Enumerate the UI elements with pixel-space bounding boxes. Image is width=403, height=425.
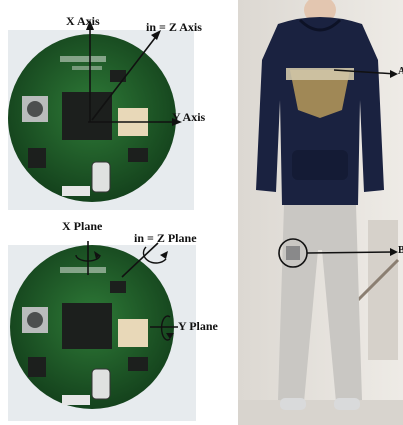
x-plane-rotation-arrow	[75, 254, 101, 262]
person-photo: A B	[238, 0, 403, 425]
marker-b-label: B	[398, 245, 403, 256]
marker-a-label: A	[398, 66, 403, 77]
y-axis-label: Y Axis	[172, 110, 206, 124]
pcb-board-top	[8, 20, 182, 202]
board-diagram-axes: X Axis in = Z Axis Y Axis	[0, 0, 232, 220]
z-plane-rotation-arrow	[142, 246, 167, 264]
x-plane-label: X Plane	[62, 219, 103, 233]
marker-b-arrow	[306, 251, 397, 254]
x-axis-label: X Axis	[66, 14, 100, 28]
z-axis-label: in = Z Axis	[146, 20, 202, 34]
z-axis-line	[91, 33, 159, 121]
marker-a-arrow	[333, 69, 397, 75]
person-figure	[238, 0, 403, 425]
board-diagram-planes: X Plane in = Z Plane Y Plane	[0, 215, 232, 425]
z-plane-label: in = Z Plane	[134, 231, 197, 245]
pcb-board-bottom	[10, 241, 178, 409]
y-plane-label: Y Plane	[178, 319, 218, 333]
y-plane-rotation-arrow	[160, 315, 171, 341]
